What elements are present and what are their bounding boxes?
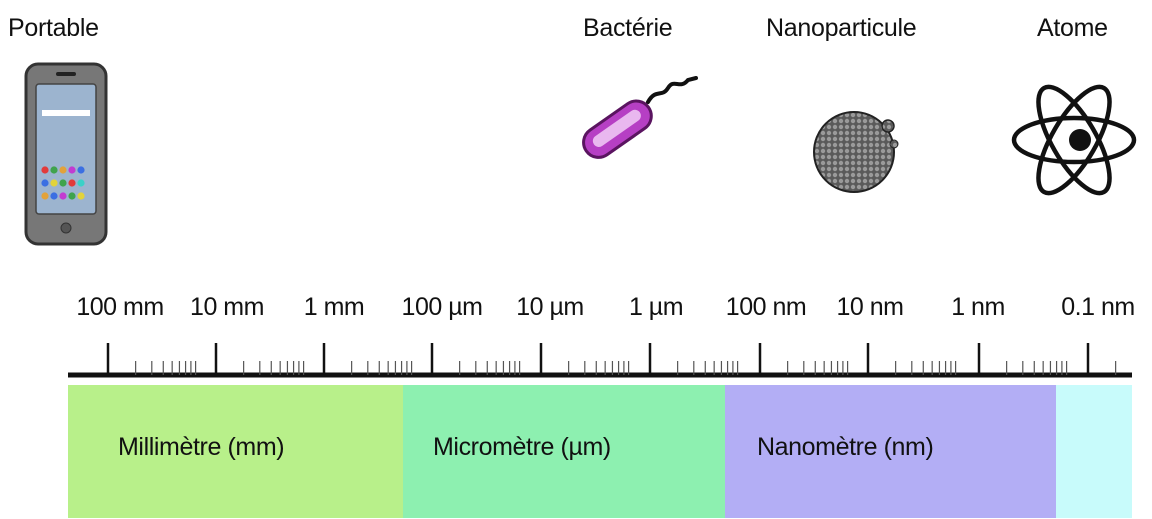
phone-icon [24,62,108,246]
tick-label-10mm: 10 mm [190,293,264,322]
tick-label-100mm: 100 mm [76,293,163,322]
tick-label-100nm: 100 nm [726,293,806,322]
bacteria-icon [578,70,708,170]
ruler [0,330,1152,380]
scale-area: 100 mm 10 mm 1 mm 100 µm 10 µm 1 µm 100 … [0,285,1152,519]
band-nanometre: Nanomètre (nm) [725,385,1056,518]
tick-label-1mm: 1 mm [304,293,365,322]
label-bacterie: Bactérie [583,14,672,43]
tick-label-10um: 10 µm [516,293,583,322]
label-atome: Atome [1037,14,1108,43]
tick-label-100um: 100 µm [402,293,483,322]
tick-label-1nm: 1 nm [951,293,1005,322]
band-label-micrometre: Micromètre (µm) [433,433,611,462]
band-micrometre: Micromètre (µm) [403,385,725,518]
tick-label-10nm: 10 nm [837,293,904,322]
tick-label-0-1nm: 0.1 nm [1061,293,1134,322]
tick-label-1um: 1 µm [629,293,683,322]
atom-icon [1008,66,1140,214]
band-label-millimetre: Millimètre (mm) [118,433,284,462]
band-label-nanometre: Nanomètre (nm) [757,433,933,462]
label-nanoparticule: Nanoparticule [766,14,916,43]
band-millimetre: Millimètre (mm) [68,385,403,518]
nanoparticle-icon [808,106,904,198]
band-subnanometre [1056,385,1132,518]
label-portable: Portable [8,14,99,43]
